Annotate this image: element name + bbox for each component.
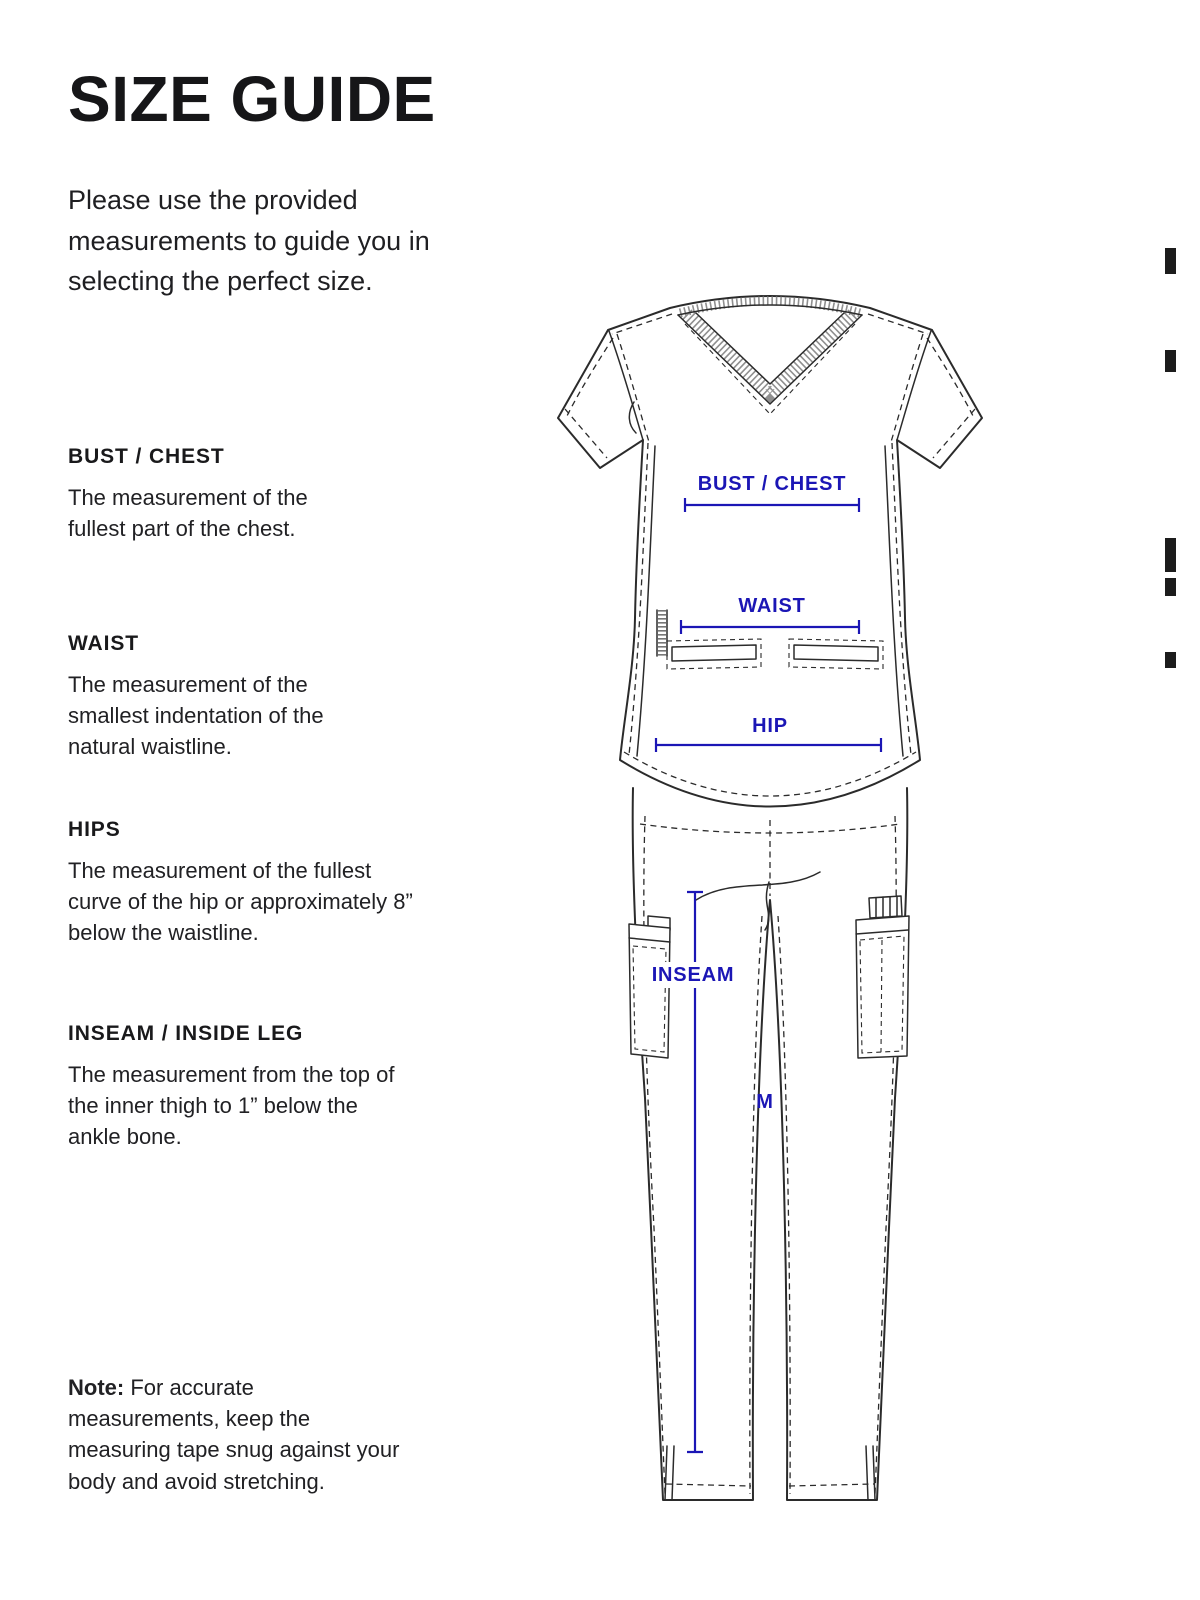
v-neck-collar [677, 296, 863, 415]
measurement-note: Note: For accurate measurements, keep th… [68, 1372, 404, 1497]
section-hips: HIPS The measurement of the fullest curv… [68, 818, 428, 949]
right-edge-artifact [1165, 538, 1176, 572]
hip-measure-line [654, 738, 883, 752]
measurement-annotations: BUST / CHEST WAIST HIP INSEAM M [648, 473, 883, 1454]
section-waist: WAIST The measurement of the smallest in… [68, 632, 368, 763]
drawstring [695, 871, 821, 901]
scrub-top-sketch [557, 295, 983, 808]
note-body: For accurate measurements, keep the meas… [68, 1375, 400, 1494]
bust-chest-description: The measurement of the fullest part of t… [68, 485, 308, 542]
right-cargo-pocket [855, 895, 910, 1059]
bust-chest-diagram-label: BUST / CHEST [698, 473, 847, 495]
waist-heading: WAIST [68, 632, 139, 655]
scrub-pants-sketch [628, 786, 910, 1501]
inseam-diagram-label: INSEAM [652, 964, 735, 986]
page-title: SIZE GUIDE [68, 63, 436, 135]
left-cargo-pocket [628, 915, 671, 1059]
section-bust-chest: BUST / CHEST The measurement of the full… [68, 445, 368, 544]
bust-measure-line [683, 498, 861, 512]
garment-diagram: BUST / CHEST WAIST HIP INSEAM M [557, 295, 983, 1501]
hips-heading: HIPS [68, 818, 121, 841]
hip-diagram-label: HIP [752, 715, 788, 737]
waist-measure-line [679, 620, 861, 634]
right-edge-artifact [1165, 652, 1176, 668]
hips-description: The measurement of the fullest curve of … [68, 858, 413, 946]
intro-text: Please use the provided measurements to … [68, 185, 430, 296]
inseam-heading: INSEAM / INSIDE LEG [68, 1022, 304, 1045]
right-edge-artifact [1165, 350, 1176, 372]
welt-pockets [666, 638, 884, 670]
size-label: M [756, 1091, 773, 1113]
inseam-label-backing [648, 962, 738, 988]
note-label: Note: [68, 1375, 125, 1400]
waist-diagram-label: WAIST [738, 595, 805, 617]
right-edge-artifact [1165, 248, 1176, 274]
inseam-description: The measurement from the top of the inne… [68, 1062, 395, 1150]
right-edge-artifact [1165, 578, 1176, 596]
bust-chest-heading: BUST / CHEST [68, 445, 225, 468]
section-inseam: INSEAM / INSIDE LEG The measurement from… [68, 1022, 398, 1153]
waist-description: The measurement of the smallest indentat… [68, 672, 324, 760]
